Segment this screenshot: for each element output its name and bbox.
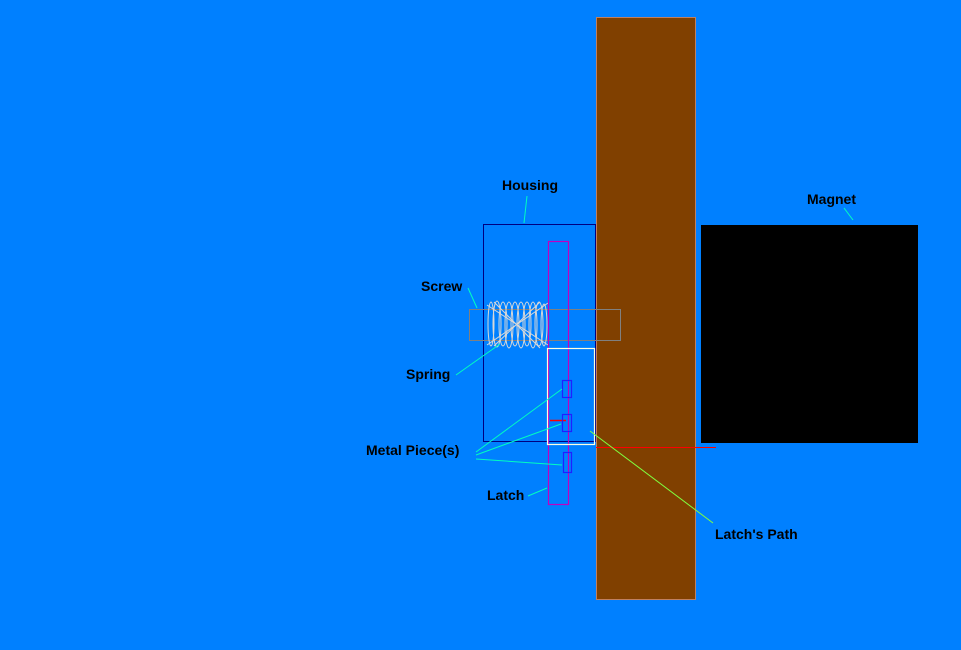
leader-lines	[455, 195, 854, 497]
metal-leader	[475, 458, 563, 466]
metal-piece	[562, 451, 573, 474]
metal-piece	[561, 413, 573, 433]
screw-leader	[467, 287, 478, 309]
spring-leader	[455, 343, 501, 376]
metal-leader	[475, 423, 562, 456]
housing-box	[483, 224, 596, 442]
latch-path-label: Latch's Path	[715, 526, 798, 542]
latch-bar	[547, 240, 570, 506]
housing-leader	[523, 195, 528, 224]
metal-piece	[561, 379, 573, 399]
magnet-block	[701, 225, 918, 443]
housing-label: Housing	[502, 177, 558, 193]
latch-label: Latch	[487, 487, 525, 503]
metal-pieces-label: Metal Piece(s)	[366, 442, 460, 458]
magnet-leader	[843, 207, 854, 221]
latch-leader	[527, 487, 548, 497]
spring-coil	[486, 300, 549, 349]
magnet-label: Magnet	[807, 191, 856, 207]
latch-path-box	[546, 347, 596, 446]
metal-leader	[475, 388, 563, 453]
door-panel	[596, 17, 696, 600]
spring-label: Spring	[406, 366, 451, 382]
latch-path-leader	[589, 430, 714, 524]
screw-label: Screw	[421, 278, 463, 294]
screw-body	[469, 309, 621, 341]
